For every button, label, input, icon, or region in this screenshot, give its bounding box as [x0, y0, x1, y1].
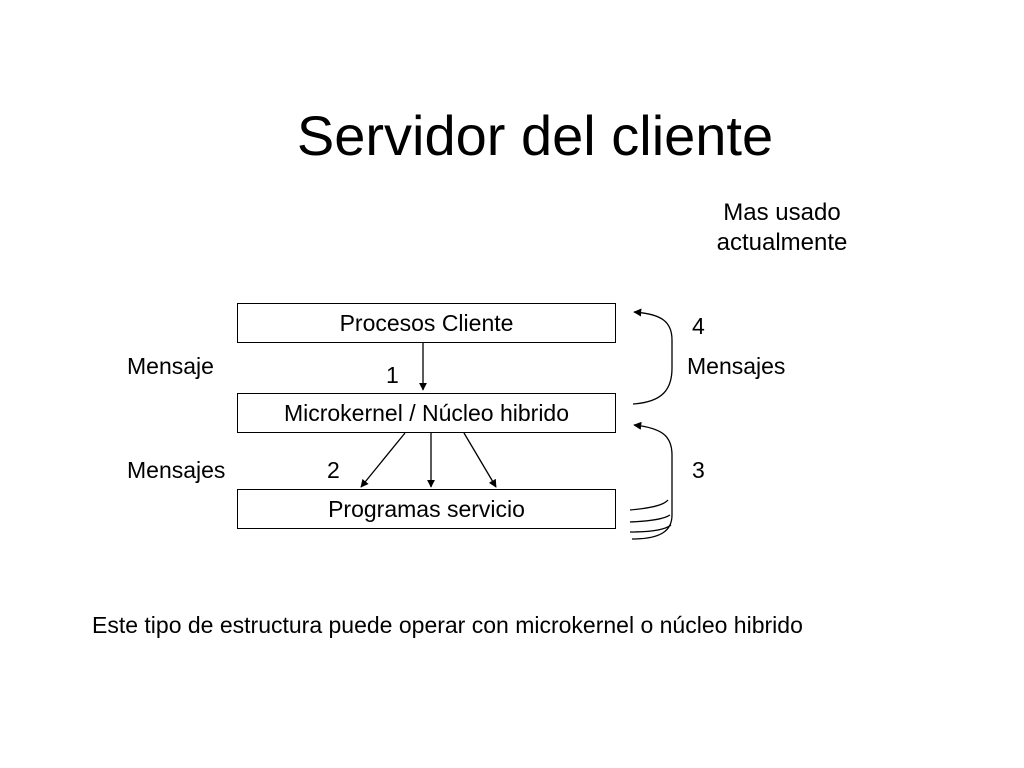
programs-message-line-upper: [629, 499, 669, 511]
programs-message-line-middle: [629, 514, 671, 523]
client-processes-box: Procesos Cliente: [237, 303, 616, 343]
usage-note: Mas usado actualmente: [690, 198, 874, 258]
slide-title: Servidor del cliente: [296, 104, 774, 167]
usage-note-line-2: actualmente: [716, 229, 848, 256]
microkernel-label: Microkernel / Núcleo hibrido: [283, 399, 570, 426]
step-2-label: 2: [327, 457, 340, 483]
messages-label-left: Mensajes: [127, 457, 226, 483]
usage-note-line-1: Mas usado: [723, 199, 841, 226]
client-processes-label: Procesos Cliente: [339, 309, 514, 336]
service-programs-label: Programas servicio: [328, 495, 525, 522]
arrow-microkernel-to-programs-right: [463, 432, 497, 488]
step-3-label: 3: [692, 457, 705, 483]
step-1-label: 1: [386, 362, 399, 388]
message-label-left: Mensaje: [127, 353, 214, 379]
messages-label-right: Mensajes: [687, 353, 786, 379]
programs-message-line-lower: [629, 524, 672, 533]
arrow-microkernel-to-client-curve: [632, 308, 673, 405]
arrow-programs-to-microkernel-curve: [631, 421, 673, 540]
microkernel-box: Microkernel / Núcleo hibrido: [237, 393, 616, 433]
step-4-label: 4: [692, 313, 705, 339]
arrow-microkernel-to-programs-left: [360, 432, 406, 488]
footer-caption: Este tipo de estructura puede operar con…: [92, 612, 803, 638]
service-programs-box: Programas servicio: [237, 489, 616, 529]
